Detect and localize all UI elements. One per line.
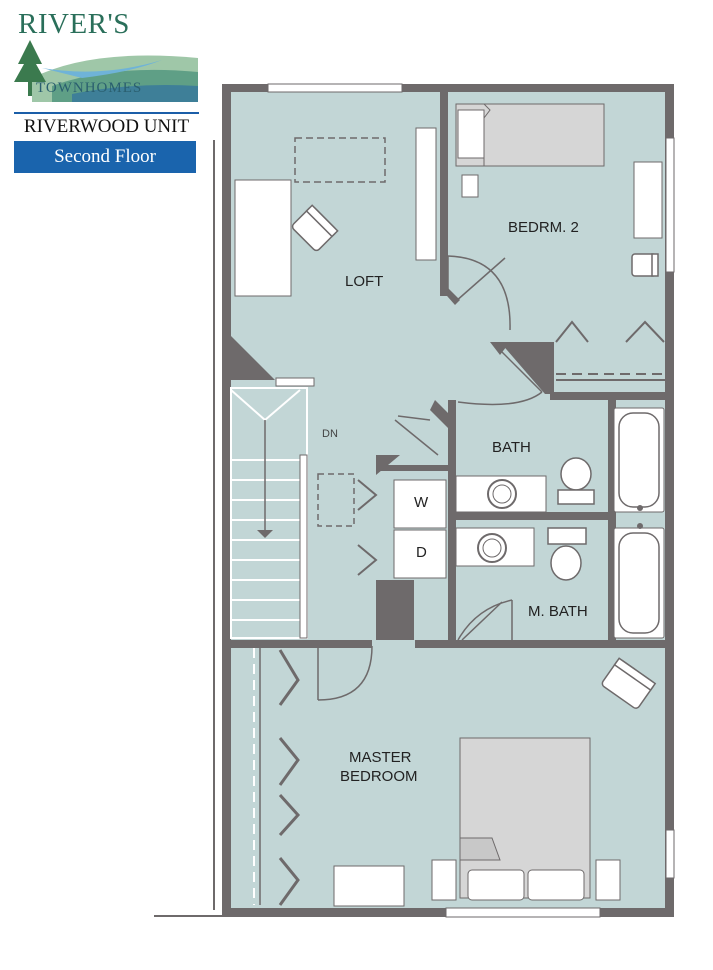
logo-graphic — [12, 38, 198, 102]
sink-icon — [477, 533, 507, 563]
master-bath-label: M. BATH — [528, 603, 588, 620]
interior-walls — [222, 88, 668, 648]
staircase: DN — [230, 377, 338, 639]
chair-icon — [631, 253, 659, 277]
toilet-icon — [560, 457, 592, 491]
dryer-label: D — [416, 544, 427, 561]
closet-doors — [555, 320, 666, 381]
header: RIVER'S EDGE TOWNHOMES RIVERWOOD UNIT Se… — [0, 0, 210, 180]
pillow — [457, 109, 485, 159]
sink-icon — [487, 479, 517, 509]
nightstand — [431, 859, 457, 901]
windows — [267, 83, 675, 918]
nightstand — [461, 174, 479, 198]
tree-icon — [14, 40, 46, 96]
exterior-lines — [154, 140, 222, 917]
floor-label: Second Floor — [14, 141, 196, 173]
dresser — [333, 865, 405, 907]
toilet-icon — [550, 545, 582, 581]
master-bedroom-furniture — [253, 648, 657, 907]
desk — [234, 179, 292, 297]
loft-label: LOFT — [345, 273, 383, 290]
nightstand — [595, 859, 621, 901]
bathtub-icon — [613, 407, 665, 513]
chair-icon — [291, 204, 339, 252]
pillow — [527, 869, 585, 901]
master-bedroom-label-line1: MASTER — [349, 749, 412, 766]
washer-label: W — [414, 494, 429, 511]
bookshelf — [415, 127, 437, 261]
door-swings — [317, 255, 543, 701]
washer — [393, 479, 447, 529]
loft-furniture — [234, 127, 437, 297]
brand-subtitle: TOWNHOMES — [36, 80, 143, 96]
dryer — [393, 529, 447, 579]
rug-outline — [294, 137, 386, 183]
master-bedroom-label-line2: BEDROOM — [340, 768, 418, 785]
bedroom-2-furniture — [455, 103, 666, 381]
stairs-down-label: DN — [322, 428, 338, 440]
bathtub-icon — [613, 527, 665, 639]
bath-label: BATH — [492, 439, 531, 456]
master-bath-fixtures — [455, 523, 665, 639]
bath-fixtures — [455, 407, 665, 513]
unit-name: RIVERWOOD UNIT — [14, 112, 199, 138]
bedroom-2-label: BEDRM. 2 — [508, 219, 579, 236]
chair-icon — [601, 657, 657, 709]
laundry-closet: W D — [317, 473, 447, 579]
pillow — [467, 869, 525, 901]
dresser — [633, 161, 663, 239]
